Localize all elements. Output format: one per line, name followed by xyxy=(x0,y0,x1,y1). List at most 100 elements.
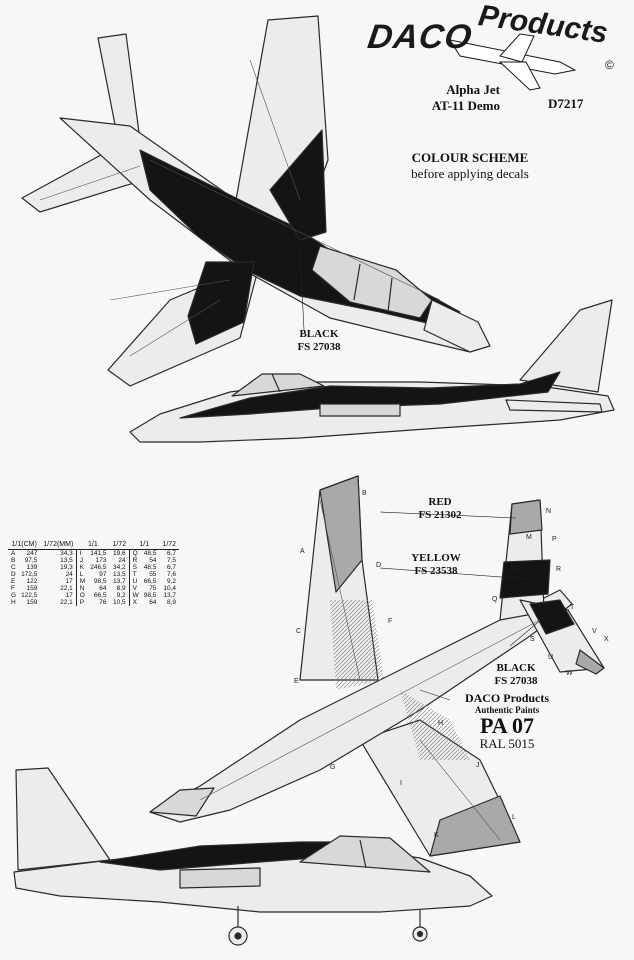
table-cell: D xyxy=(11,571,16,578)
black-wing-root-bottom xyxy=(187,261,255,345)
table-cell: O xyxy=(75,592,88,599)
table-cell: 98,5 xyxy=(143,592,157,599)
paint-line: Authentic Paints xyxy=(474,705,540,715)
bottom-side-intake xyxy=(179,867,261,889)
table-cell: 122,5 xyxy=(21,592,38,599)
placement-letter-t: T xyxy=(570,604,575,611)
callout-black-bottom: BLACK FS 27038 xyxy=(476,662,556,688)
table-cell: 7,6 xyxy=(167,571,177,578)
table-cell: 97,5 xyxy=(24,557,38,564)
table-cell: 22,1 xyxy=(60,585,73,592)
table-cell: 13,5 xyxy=(60,557,73,564)
placement-letter-m: M xyxy=(526,534,532,541)
table-cell: 9,2 xyxy=(116,592,126,599)
aircraft-model: Alpha Jet AT-11 Demo xyxy=(420,82,500,114)
paint-reference: DACO Products Authentic Paints PA 07 RAL… xyxy=(452,692,562,751)
table-cell: M xyxy=(75,578,88,585)
table-cell: 122 xyxy=(26,578,38,585)
underside-nose xyxy=(149,787,215,817)
callout-yellow-name: YELLOW xyxy=(411,552,461,564)
table-cell: 24 xyxy=(118,557,126,564)
canopy xyxy=(311,245,433,319)
callout-red-fs: FS 21302 xyxy=(418,509,462,521)
table-cell: T xyxy=(128,571,141,578)
colour-scheme-heading: COLOUR SCHEME before applying decals xyxy=(380,150,560,182)
placement-letter-d: D xyxy=(376,562,382,569)
placement-letter-v: V xyxy=(592,628,597,635)
table-cell: 6,7 xyxy=(167,550,177,557)
placement-letter-f: F xyxy=(388,618,393,625)
table-cell: 34,3 xyxy=(60,550,73,557)
table-cell: 98,5 xyxy=(93,578,107,585)
table-cell: 54 xyxy=(149,557,157,564)
table-cell: 159 xyxy=(26,599,38,606)
placement-letter-q: Q xyxy=(492,596,498,603)
placement-letter-l: L xyxy=(512,814,516,821)
table-cell: 19,3 xyxy=(60,564,73,571)
red-tail-tip xyxy=(509,499,543,535)
table-cell: 246,5 xyxy=(90,564,107,571)
placement-letter-s: S xyxy=(530,636,535,643)
table-cell: 34,2 xyxy=(112,564,126,571)
table-cell: 17 xyxy=(65,578,73,585)
callout-red-name: RED xyxy=(428,496,452,508)
table-cell: E xyxy=(11,578,16,585)
paint-maker: DACO Products xyxy=(464,691,550,705)
table-cell: 6,7 xyxy=(167,564,177,571)
placement-letter-g: G xyxy=(330,764,336,771)
size-table-header: 1/1(CM) 1/72(MM) 1/1 1/72 1/1 1/72 xyxy=(8,540,180,550)
placement-letter-h: H xyxy=(438,720,444,727)
table-cell: J xyxy=(75,557,88,564)
table-cell: U xyxy=(128,578,141,585)
callout-black-bottom-name: BLACK xyxy=(496,662,536,674)
paint-code: PA 07 xyxy=(480,713,534,738)
callout-black-top-name: BLACK xyxy=(299,328,339,340)
table-cell: R xyxy=(128,557,141,564)
placement-letter-r: R xyxy=(556,566,562,573)
underside-fuselage xyxy=(149,589,573,823)
copyright-mark: © xyxy=(605,58,614,72)
table-cell: 8,9 xyxy=(116,585,126,592)
table-cell: 55 xyxy=(149,571,157,578)
bottom-side-canopy xyxy=(299,835,431,873)
paint-ral: RAL 5015 xyxy=(479,736,535,751)
table-cell: 48,5 xyxy=(143,564,157,571)
table-cell: 172,5 xyxy=(21,571,38,578)
table-cell: 173 xyxy=(95,557,107,564)
placement-letter-w: W xyxy=(566,670,573,677)
placement-letter-a: A xyxy=(300,548,305,555)
table-cell: 76 xyxy=(99,599,107,606)
black-wing-root-top xyxy=(269,129,327,241)
side-canopy xyxy=(231,373,325,397)
header-1-72-c: 1/72 xyxy=(159,540,180,550)
table-cell: G xyxy=(11,592,17,599)
table-cell: L xyxy=(75,571,88,578)
nose xyxy=(423,299,491,353)
bottom-tail-fin xyxy=(15,767,111,871)
table-cell: Q xyxy=(128,549,141,557)
table-cell: 48,5 xyxy=(143,550,157,557)
table-cell: K xyxy=(75,564,88,571)
table-cell: V xyxy=(128,585,141,592)
table-cell: 17 xyxy=(65,592,73,599)
scheme-title: COLOUR SCHEME xyxy=(411,150,529,165)
header-1-1-c: 1/1 xyxy=(129,540,160,550)
table-cell: 75 xyxy=(149,585,157,592)
callout-yellow-fs: FS 23538 xyxy=(414,565,458,577)
table-cell: 64 xyxy=(99,585,107,592)
header-1-1-cm: 1/1(CM) xyxy=(8,540,41,550)
table-cell: 141,5 xyxy=(90,550,107,557)
red-wingtip-lower xyxy=(429,795,521,857)
black-fuselage-stripe xyxy=(179,371,561,419)
placement-letter-j: J xyxy=(476,762,480,769)
table-cell: 7,5 xyxy=(167,557,177,564)
header-1-72-mm: 1/72(MM) xyxy=(40,540,77,550)
table-cell: N xyxy=(75,585,88,592)
table-cell: 13,7 xyxy=(163,592,177,599)
